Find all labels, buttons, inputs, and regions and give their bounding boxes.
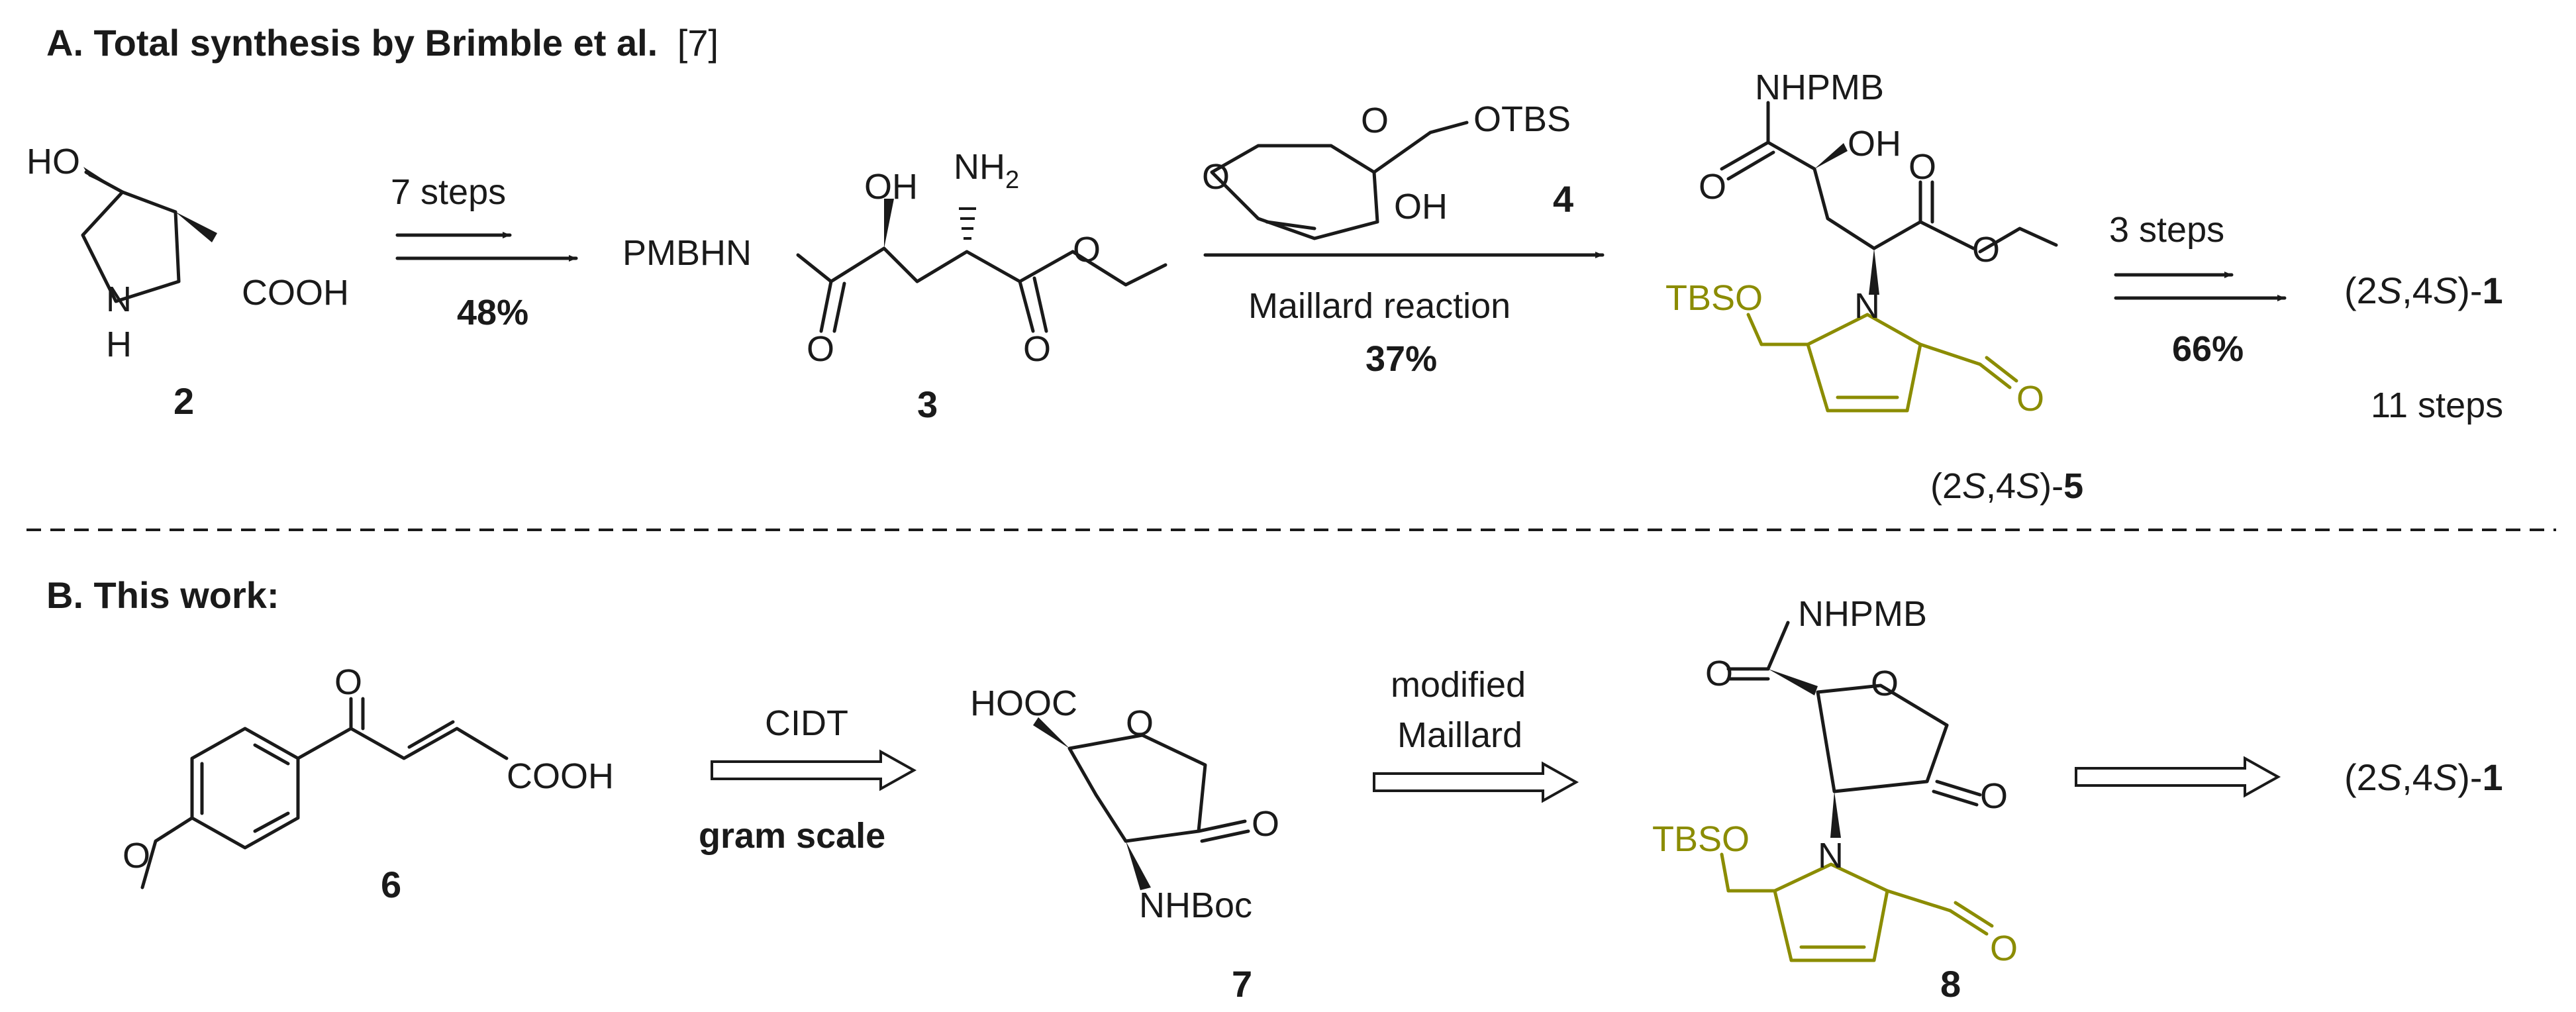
c6-o-me: O bbox=[123, 836, 150, 876]
product-b-label: (2S,4S)-1 bbox=[2344, 756, 2503, 798]
arrow-a2-bottom1: Maillard reaction bbox=[1248, 286, 1511, 326]
arrow-a1: 7 steps 48% bbox=[391, 172, 578, 332]
c2-cooh: COOH bbox=[242, 273, 349, 313]
c5-tbso: TBSO bbox=[1665, 278, 1763, 318]
c3-nh2: NH2 bbox=[954, 147, 1019, 194]
arrow-b1: CIDT gram scale bbox=[699, 703, 917, 856]
c8-o-ring: O bbox=[1871, 664, 1899, 703]
arrow-a3-top: 3 steps bbox=[2109, 210, 2224, 250]
arrow-b2-top2: Maillard bbox=[1397, 715, 1522, 755]
compound-8: NHPMB O O O TBSO N O 8 bbox=[1652, 594, 2018, 1005]
arrow-a2: Maillard reaction 37% bbox=[1203, 252, 1605, 379]
c5-n: N bbox=[1854, 286, 1880, 326]
arrow-b3 bbox=[2075, 756, 2281, 798]
section-a-title: A. Total synthesis by Brimble et al. [7] bbox=[46, 22, 718, 64]
section-a-ref: [7] bbox=[677, 22, 718, 64]
c3-o1: O bbox=[807, 329, 834, 369]
c7-nhboc: NHBoc bbox=[1139, 886, 1252, 925]
c4-label: 4 bbox=[1553, 178, 1573, 220]
arrow-b2: modified Maillard bbox=[1373, 665, 1579, 803]
c8-o-keto: O bbox=[1980, 776, 2008, 816]
compound-5: NHPMB O OH O O TBSO N O (2S,4S)-5 bbox=[1665, 68, 2083, 506]
c3-oh: OH bbox=[864, 167, 918, 207]
product-b: (2S,4S)-1 bbox=[2344, 756, 2503, 798]
c4-o-ring: O bbox=[1361, 101, 1389, 140]
arrow-a1-bottom: 48% bbox=[457, 293, 528, 332]
c7-o-ring: O bbox=[1126, 703, 1154, 743]
c3-pmbhn: PMBHN bbox=[622, 233, 752, 273]
arrow-a3: 3 steps 66% bbox=[2109, 210, 2287, 369]
c2-h: H bbox=[106, 325, 132, 364]
c2-label: 2 bbox=[173, 380, 194, 422]
arrow-b1-top: CIDT bbox=[765, 703, 848, 743]
c8-nhpmb: NHPMB bbox=[1798, 594, 1927, 634]
c7-hooc: HOOC bbox=[970, 683, 1077, 723]
c4-o-keto: O bbox=[1202, 157, 1230, 197]
c8-tbso: TBSO bbox=[1652, 819, 1750, 859]
c6-label: 6 bbox=[381, 864, 401, 905]
c5-o-cho: O bbox=[2016, 379, 2044, 419]
c8-o-amide: O bbox=[1705, 654, 1733, 693]
c2-ho: HO bbox=[26, 142, 80, 181]
c2-n: N bbox=[106, 279, 132, 319]
section-a-prefix: A. Total synthesis by Brimble et al. bbox=[46, 22, 658, 64]
product-a-label: (2S,4S)-1 bbox=[2344, 270, 2503, 311]
c6-o: O bbox=[334, 662, 362, 702]
c8-o-cho: O bbox=[1990, 929, 2018, 968]
c8-n: N bbox=[1818, 836, 1844, 876]
c5-o2: O bbox=[1972, 230, 2000, 270]
arrow-a1-top: 7 steps bbox=[391, 172, 506, 212]
arrow-a2-bottom2: 37% bbox=[1365, 339, 1437, 379]
c3-o2: O bbox=[1023, 329, 1051, 369]
c5-o1: O bbox=[1908, 147, 1936, 187]
c3-o3: O bbox=[1073, 230, 1101, 270]
c5-label: (2S,4S)-5 bbox=[1930, 466, 2083, 506]
arrow-b1-bottom: gram scale bbox=[699, 816, 885, 856]
compound-7: HOOC O O NHBoc 7 bbox=[970, 683, 1279, 1005]
compound-2: HO N H COOH 2 bbox=[26, 142, 349, 422]
arrow-a3-bottom: 66% bbox=[2172, 329, 2244, 369]
product-a: (2S,4S)-1 11 steps bbox=[2344, 270, 2503, 425]
c4-oh: OH bbox=[1394, 187, 1448, 227]
compound-3: PMBHN OH NH2 O O O 3 bbox=[622, 147, 1167, 425]
c5-oh: OH bbox=[1848, 124, 1901, 164]
c7-o-keto: O bbox=[1252, 804, 1279, 844]
c4-otbs: OTBS bbox=[1473, 99, 1571, 139]
c8-label: 8 bbox=[1940, 963, 1961, 1005]
compound-4: O O OTBS OH 4 bbox=[1202, 99, 1573, 240]
c7-label: 7 bbox=[1232, 963, 1252, 1005]
compound-6: O COOH O 6 bbox=[123, 662, 614, 905]
product-a-steps: 11 steps bbox=[2371, 385, 2503, 425]
c5-nhpmb: NHPMB bbox=[1755, 68, 1884, 107]
c5-o-amide: O bbox=[1699, 167, 1726, 207]
section-b-title: B. This work: bbox=[46, 574, 279, 616]
arrow-b2-top1: modified bbox=[1391, 665, 1526, 705]
c6-cooh: COOH bbox=[507, 756, 614, 796]
c3-label: 3 bbox=[917, 383, 938, 425]
